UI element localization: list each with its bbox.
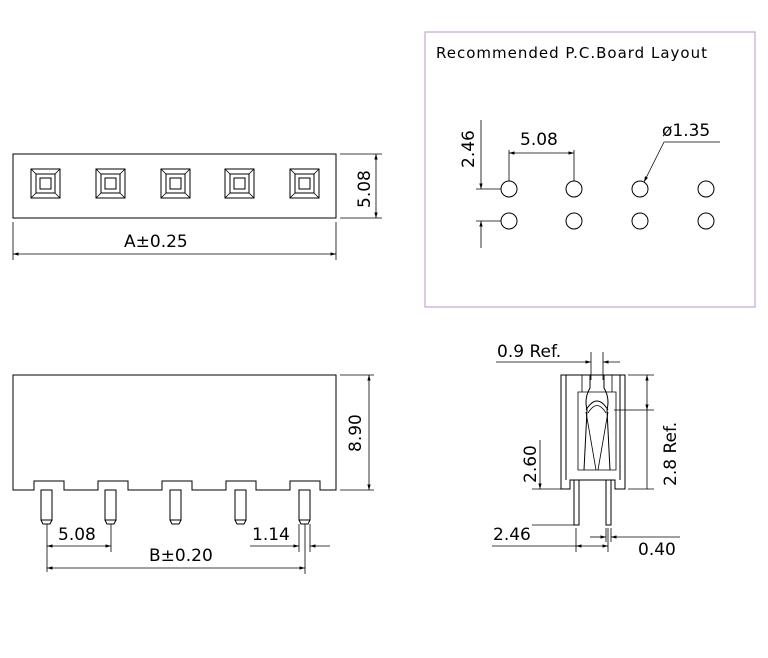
side-view-tail-label: 2.60 — [521, 445, 541, 483]
side-view-contact-ref-label: 0.9 Ref. — [497, 342, 561, 362]
side-view-pin-spacing-dimension: 2.46 — [492, 525, 609, 552]
side-view-pin-thickness-label: 0.40 — [638, 540, 676, 560]
pcb-hole-grid — [500, 180, 715, 230]
socket-cavity — [289, 168, 320, 199]
front-view-pitch-dimension: 5.08 — [46, 524, 112, 572]
side-view: 0.9 Ref. 2.60 2.8 Ref. 2.46 — [492, 342, 681, 560]
pcb-pitch-dimension: 5.08 — [508, 130, 575, 181]
pcb-layout-frame — [424, 31, 756, 308]
pcb-hole — [697, 212, 715, 230]
pcb-hole-diameter-dimension: ø1.35 — [643, 121, 720, 183]
side-view-pin — [573, 479, 580, 526]
front-view-length-dimension: B±0.20 — [47, 524, 306, 574]
pcb-row-spacing-dimension: 2.46 — [459, 120, 501, 248]
top-view-height-dimension: 5.08 — [340, 153, 382, 219]
top-view-length-label: A±0.25 — [124, 232, 188, 252]
side-view-pin-thickness-dimension: 0.40 — [590, 528, 680, 560]
front-pin — [104, 489, 117, 525]
socket-cavity — [30, 168, 61, 199]
side-view-pin — [605, 479, 612, 526]
side-view-contact-ref-dimension: 0.9 Ref. — [496, 342, 620, 380]
front-pin — [40, 489, 53, 525]
socket-cavity — [224, 168, 255, 199]
side-view-cavity — [581, 375, 613, 392]
pcb-hole — [697, 180, 715, 198]
front-view-height-dimension: 8.90 — [340, 374, 374, 491]
side-view-body-ref-dimension: 2.8 Ref. — [614, 374, 681, 490]
side-view-body-ref-label: 2.8 Ref. — [661, 422, 681, 486]
pcb-pitch-label: 5.08 — [520, 130, 558, 150]
socket-cavity — [95, 168, 126, 199]
front-view-body — [12, 374, 337, 491]
pcb-hole — [565, 212, 583, 230]
pcb-hole — [500, 180, 518, 198]
side-view-tail-dimension: 2.60 — [521, 440, 574, 526]
pcb-hole — [631, 180, 649, 198]
front-pin — [298, 489, 311, 525]
front-pin — [169, 489, 182, 525]
front-view-height-label: 8.90 — [346, 414, 366, 452]
front-view-pin-width-label: 1.14 — [252, 525, 290, 545]
pcb-layout-title: Recommended P.C.Board Layout — [436, 44, 708, 62]
pcb-hole — [565, 180, 583, 198]
pcb-layout-panel: Recommended P.C.Board Layout 2.46 5.08 — [424, 31, 756, 308]
top-view-body — [12, 153, 337, 219]
pcb-hole-diameter-label: ø1.35 — [662, 121, 710, 141]
side-view-pin-spacing-label: 2.46 — [493, 525, 531, 545]
front-view-pitch-label: 5.08 — [58, 525, 96, 545]
top-view-height-label: 5.08 — [355, 170, 375, 208]
front-pin — [234, 489, 247, 525]
front-view-length-label: B±0.20 — [149, 546, 213, 566]
pcb-hole — [631, 212, 649, 230]
top-view-length-dimension: A±0.25 — [12, 222, 337, 260]
pcb-row-spacing-label: 2.46 — [459, 130, 479, 168]
front-view: 8.90 5.08 1.14 B±0.20 — [12, 374, 374, 574]
socket-cavity — [160, 168, 191, 199]
side-view-contact — [583, 375, 611, 471]
pcb-hole — [500, 212, 518, 230]
top-view: 5.08 A±0.25 — [12, 153, 382, 260]
side-view-housing — [560, 374, 626, 490]
front-view-pin-width-dimension: 1.14 — [250, 524, 330, 552]
